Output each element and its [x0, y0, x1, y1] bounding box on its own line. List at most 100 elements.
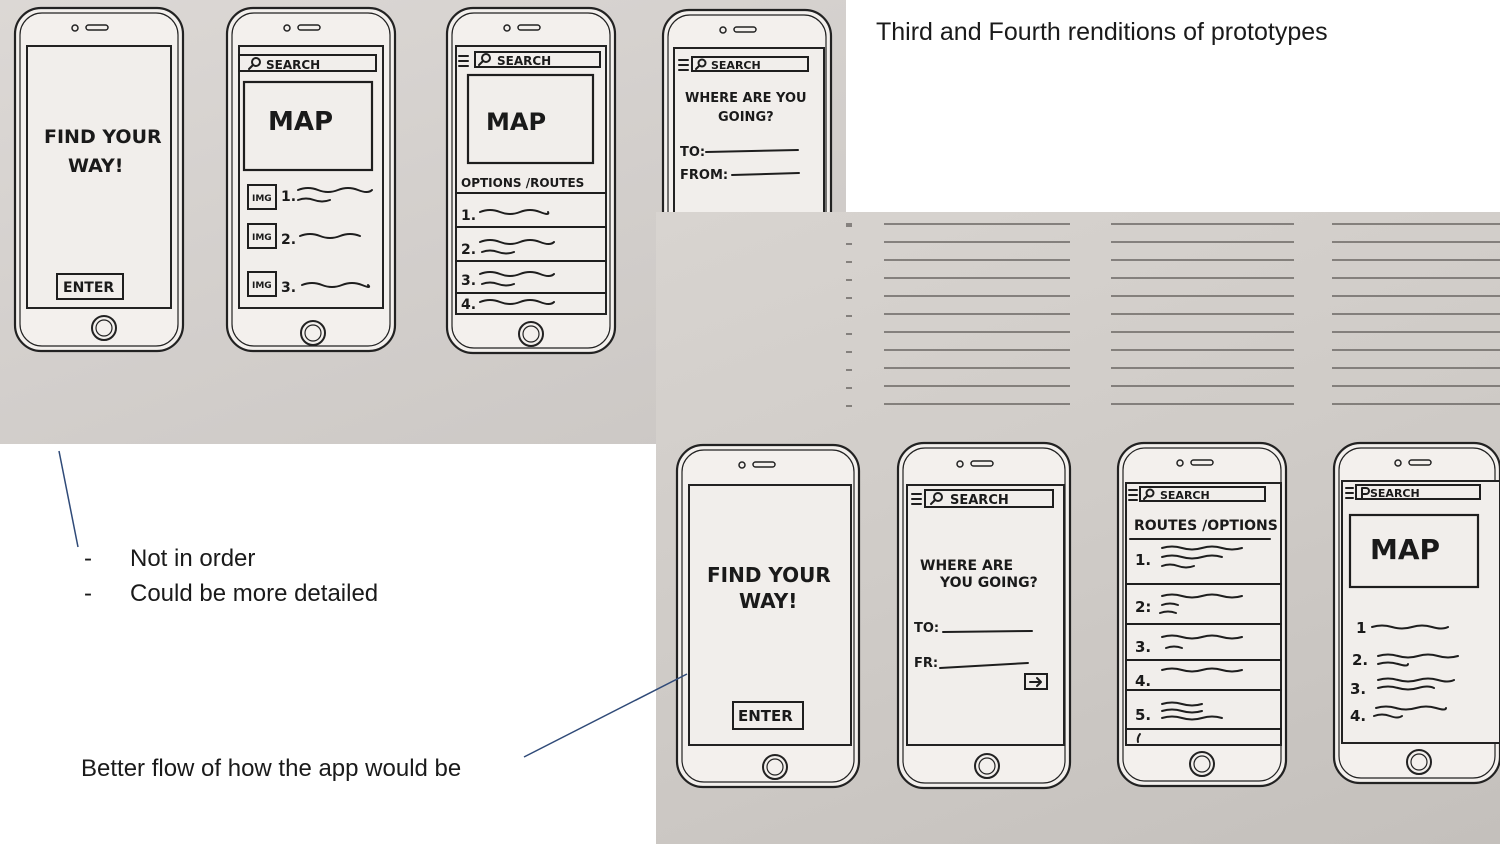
note-marker: -	[84, 580, 92, 607]
search-label: SEARCH	[497, 54, 551, 68]
route-item-number: 5.	[1135, 706, 1151, 724]
search-bar[interactable]	[1355, 484, 1481, 500]
squiggle-line	[299, 233, 361, 239]
phone-5-splash: FIND YOUR WAY! ENTER	[675, 443, 861, 789]
question-line2: GOING?	[718, 110, 774, 125]
search-label: SEARCH	[950, 493, 1009, 508]
squiggle-line	[481, 249, 515, 255]
search-bar[interactable]	[238, 54, 377, 72]
callout-line-third	[58, 450, 79, 548]
to-input[interactable]	[942, 630, 1033, 633]
phone-8-map-list: SEARCH MAP 1 2. 3. 4.	[1332, 441, 1500, 785]
map-box	[1348, 513, 1480, 589]
list-item-number: 2.	[281, 232, 296, 248]
squiggle-line	[1377, 653, 1459, 659]
note-item: - Could be more detailed	[84, 579, 378, 614]
routes-options-heading: ROUTES /OPTIONS	[1134, 518, 1278, 534]
squiggle-line	[479, 299, 555, 305]
list-item-number: 1	[1356, 619, 1366, 637]
from-label: FR:	[914, 656, 938, 671]
notebook-ruled-lines	[846, 223, 1500, 407]
squiggle-line	[1161, 563, 1195, 569]
menu-icon[interactable]	[678, 59, 689, 71]
search-label: SEARCH	[1160, 489, 1210, 502]
search-label: SEARCH	[711, 59, 761, 72]
route-item-number: 3.	[461, 273, 476, 289]
squiggle-line	[297, 197, 331, 203]
fourth-rendition-sketch: FIND YOUR WAY! ENTER SEARCH	[675, 441, 1500, 790]
note-marker: -	[84, 545, 92, 572]
search-icon	[695, 58, 707, 70]
squiggle-line	[1377, 661, 1409, 667]
from-input[interactable]	[731, 172, 800, 176]
menu-icon[interactable]	[458, 55, 469, 67]
to-label: TO:	[914, 621, 939, 636]
squiggle-line	[1375, 705, 1447, 711]
route-item-number: 2.	[461, 242, 476, 258]
img-placeholder-icon	[247, 184, 277, 210]
squiggle-line	[1161, 701, 1203, 707]
options-routes-heading: OPTIONS /ROUTES	[461, 176, 584, 190]
squiggle-line	[1161, 545, 1243, 551]
squiggle-line	[297, 187, 373, 193]
from-input[interactable]	[939, 662, 1029, 669]
img-label: IMG	[252, 233, 272, 243]
map-box	[242, 80, 374, 172]
splash-title-line2: WAY!	[68, 155, 123, 177]
img-placeholder-icon	[247, 271, 277, 297]
menu-icon[interactable]	[1128, 489, 1138, 501]
squiggle-line	[1165, 645, 1183, 649]
img-label: IMG	[252, 194, 272, 204]
squiggle-line	[1161, 708, 1203, 714]
squiggle-line	[1161, 634, 1243, 640]
route-item-number: 3.	[1135, 638, 1151, 656]
critique-notes: - Not in order - Could be more detailed	[84, 544, 378, 614]
splash-title-line2: WAY!	[739, 589, 797, 613]
search-icon	[248, 57, 261, 70]
list-item-number: 3.	[1350, 680, 1366, 698]
squiggle-line	[1136, 733, 1141, 743]
squiggle-line	[1371, 624, 1449, 630]
list-item-number: 2.	[1352, 651, 1368, 669]
squiggle-line	[479, 271, 555, 277]
search-bar[interactable]	[924, 489, 1054, 508]
squiggle-line	[479, 239, 555, 245]
search-label: SEARCH	[1370, 487, 1420, 500]
enter-button[interactable]	[732, 701, 804, 730]
list-item-number: 1.	[281, 189, 296, 205]
search-label: SEARCH	[266, 58, 320, 72]
squiggle-line	[1161, 554, 1223, 560]
search-icon	[478, 53, 491, 66]
menu-icon[interactable]	[911, 493, 922, 505]
search-icon	[930, 492, 943, 505]
fourth-rendition-photo: FIND YOUR WAY! ENTER SEARCH	[656, 212, 1500, 844]
squiggle-line	[1161, 667, 1243, 673]
search-bar[interactable]	[474, 51, 601, 68]
question-line2: YOU GOING?	[939, 575, 1038, 591]
to-label: TO:	[680, 145, 705, 160]
squiggle-line	[481, 281, 515, 287]
img-placeholder-icon	[247, 223, 277, 249]
note-text: Not in order	[130, 545, 256, 572]
to-input[interactable]	[705, 149, 799, 153]
squiggle-line	[1161, 602, 1179, 606]
map-label: MAP	[268, 107, 333, 137]
note-text: Could be more detailed	[130, 580, 379, 607]
phone-7-routes-options: SEARCH ROUTES /OPTIONS 1. 2: 3. 4. 5.	[1116, 441, 1288, 788]
list-item-number: 4.	[1350, 707, 1366, 725]
question-line1: WHERE ARE	[920, 558, 1013, 574]
phone-3-options-routes: SEARCH MAP OPTIONS /ROUTES 1. 2. 3. 4.	[445, 6, 617, 355]
map-label: MAP	[486, 108, 546, 136]
arrow-right-box-icon[interactable]	[1024, 673, 1048, 690]
squiggle-line	[479, 209, 550, 215]
map-box	[466, 73, 595, 165]
list-item-number: 3.	[281, 280, 296, 296]
search-bar[interactable]	[1139, 486, 1266, 502]
menu-icon[interactable]	[1345, 487, 1354, 499]
enter-button[interactable]	[56, 273, 124, 300]
search-bar[interactable]	[691, 56, 809, 72]
from-label: FROM:	[680, 168, 728, 183]
search-icon	[1143, 488, 1155, 500]
squiggle-line	[1161, 593, 1243, 599]
